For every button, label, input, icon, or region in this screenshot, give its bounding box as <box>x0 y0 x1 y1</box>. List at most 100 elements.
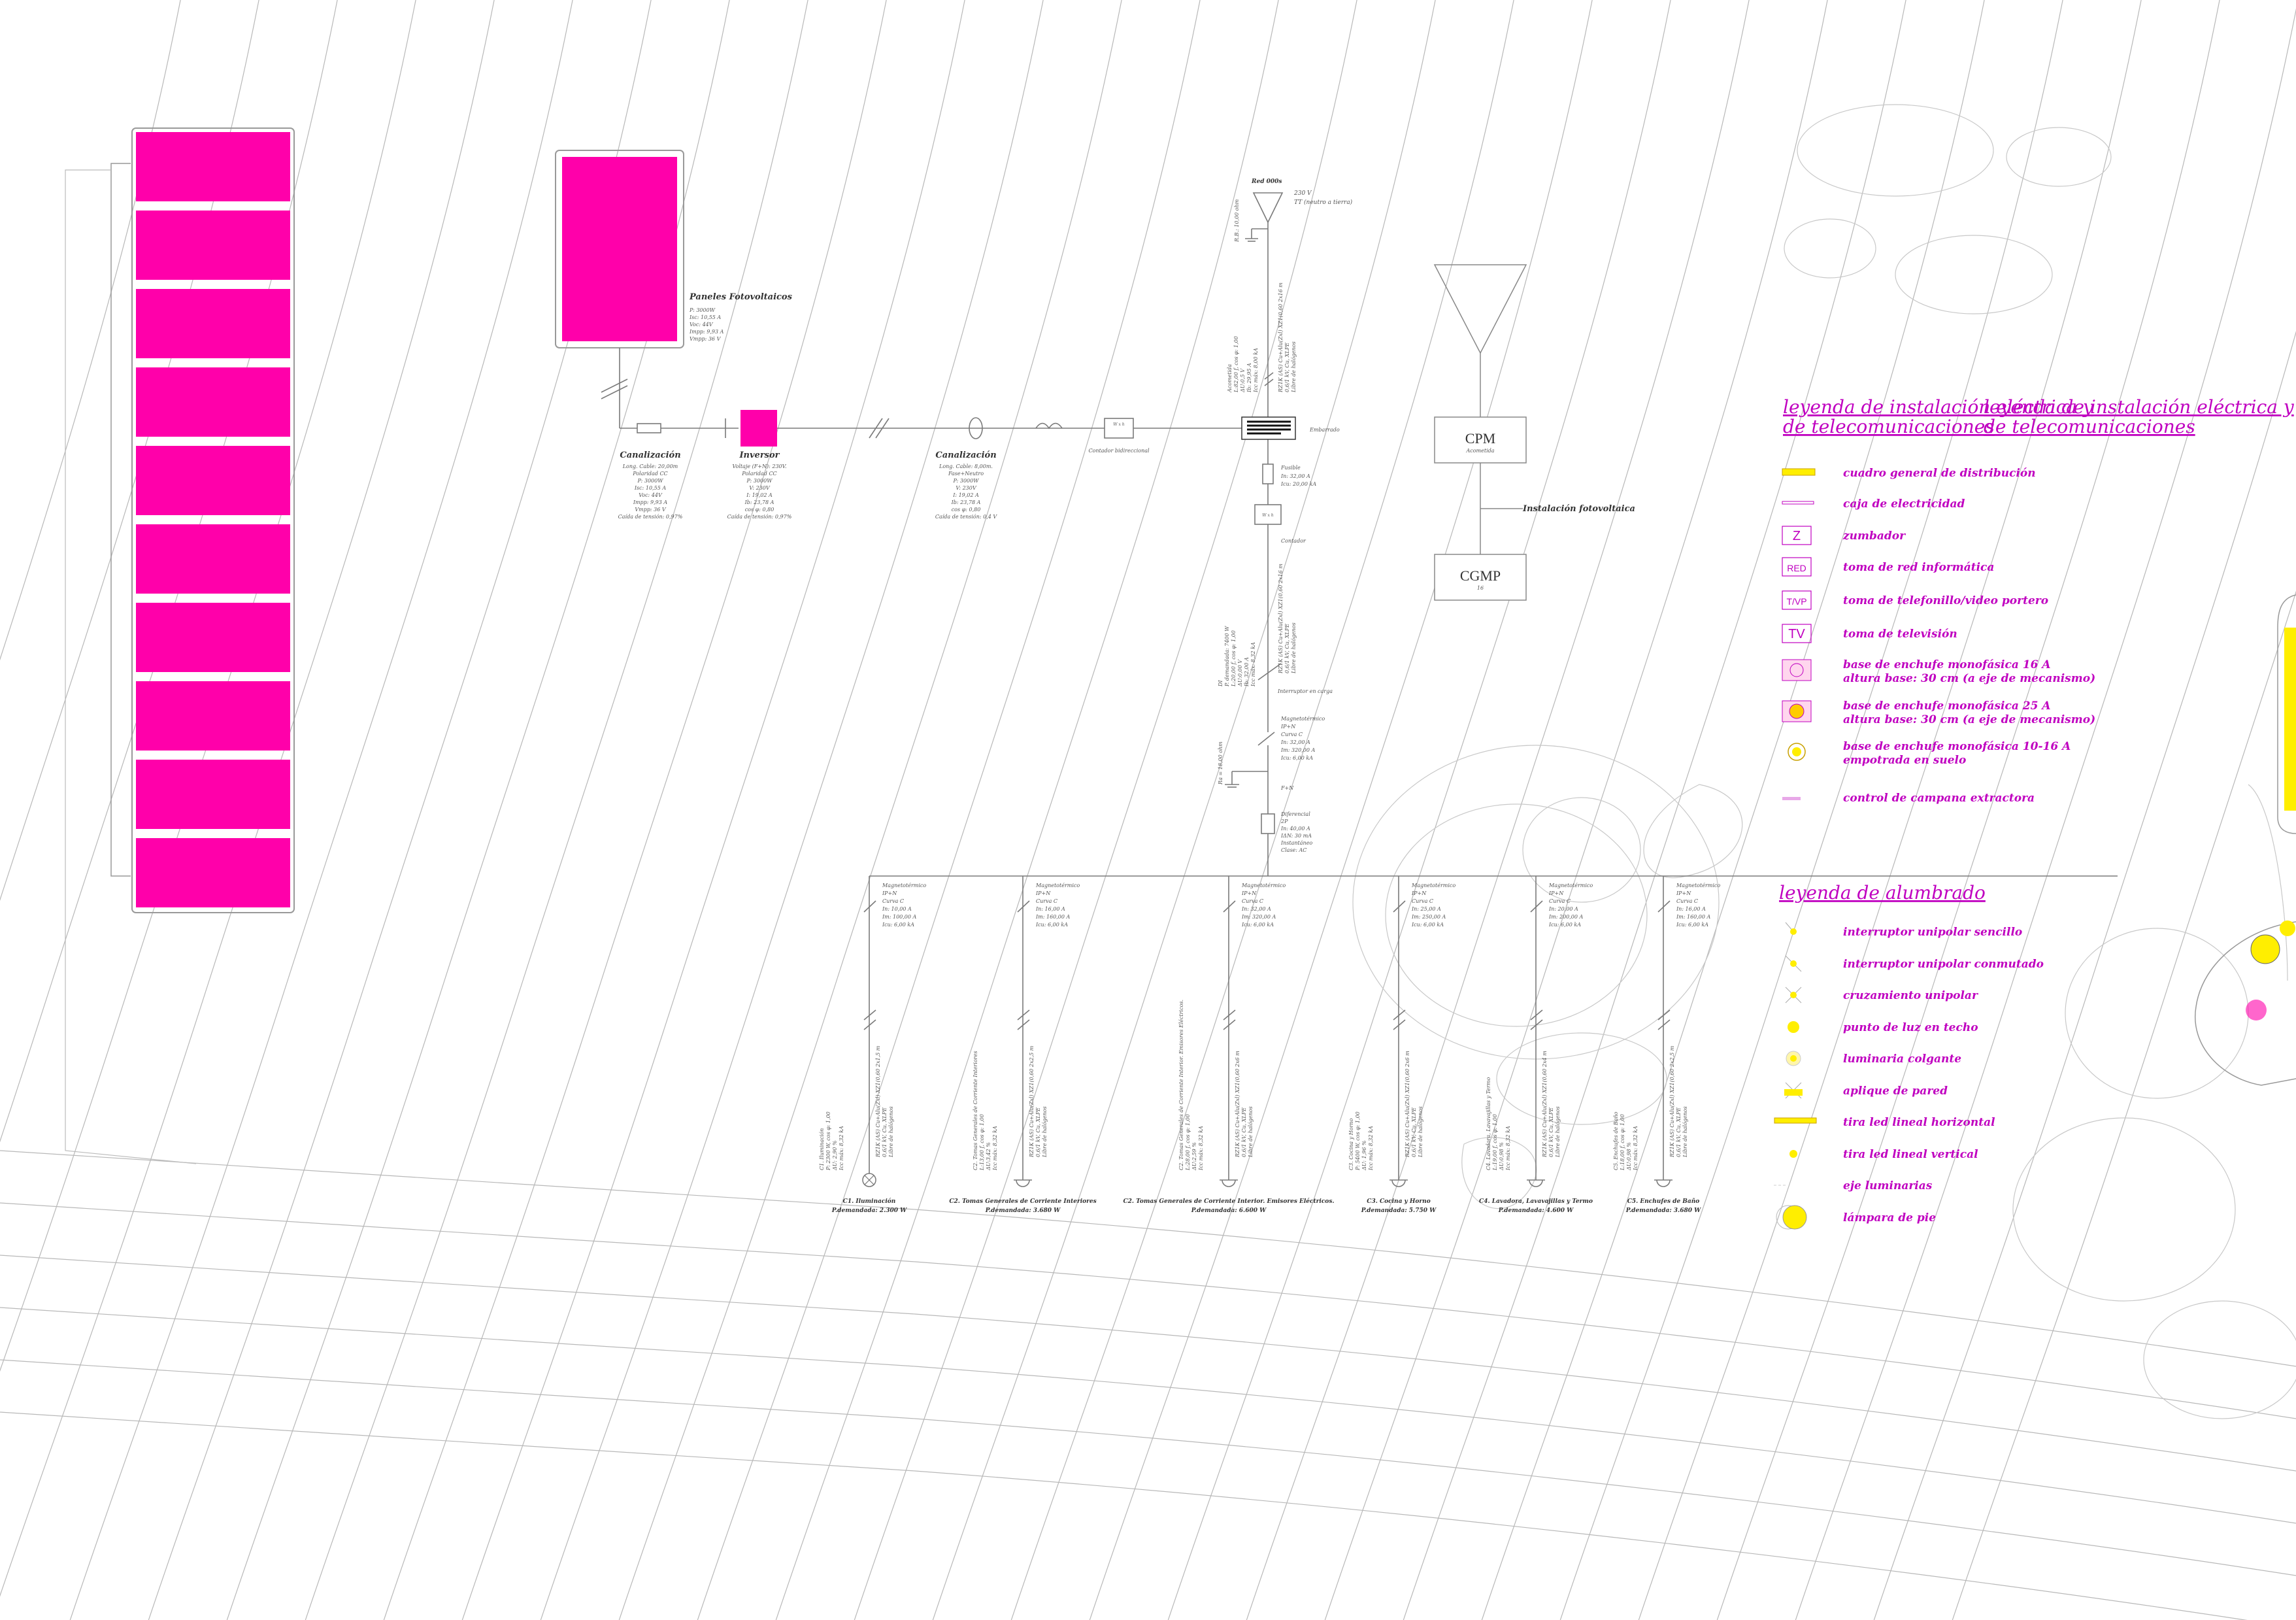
legend-item-label: toma de telefonillo/video portero <box>1843 594 2048 607</box>
busbar <box>1241 416 1296 440</box>
canal-ca-line: cos φ: 0,80 <box>952 507 981 513</box>
circuit-cable-line: RZ1K (AS) Cu+Alu(Zxl) XZ1(0,60 2x4 m <box>1542 1051 1548 1158</box>
legend-item-label: tira led lineal vertical <box>1843 1148 1978 1161</box>
circuit-mcb-line: In: 32,00 A <box>1241 906 1271 912</box>
floor-lamp-icon <box>1776 1205 1807 1230</box>
contour-line <box>1873 331 2296 1620</box>
circuit-cable-line: Libre de halógenos <box>1418 1106 1423 1158</box>
main-mcb-line: Im: 320,00 A <box>1280 747 1316 753</box>
rcd-line: Instantáneo <box>1280 840 1312 846</box>
circuit-data-line: Icc máx: 8,32 kA <box>992 1126 998 1171</box>
network-earthing: TT (neutro a tierra) <box>1294 199 1353 206</box>
contour-line <box>69 0 573 1620</box>
contour-line <box>1481 0 1985 1620</box>
contour-line <box>1403 0 1906 1620</box>
circuit-power: P.demandada: 2.300 W <box>831 1207 907 1214</box>
socket-25a-icon <box>1782 700 1812 722</box>
circuit-mcb-line: Curva C <box>882 898 904 904</box>
circuit-power: P.demandada: 5.750 W <box>1361 1207 1437 1214</box>
inverter-title: Inversor <box>739 450 780 460</box>
circuit-data-line: C4. Lavadora, Lavavajillas y Termo <box>1486 1077 1491 1170</box>
inverter-specs: Voltaje (F+N): 230V.Polaridad CCP: 3000W… <box>727 464 792 520</box>
lamp-symbol <box>2250 934 2280 964</box>
inverter-box <box>740 410 777 447</box>
circuit-name: C5. Enchufes de Baño <box>1627 1198 1700 1205</box>
circuit-data-line: ΔU:0,98 % <box>1499 1142 1505 1171</box>
legend-item-label: lámpara de pie <box>1843 1211 1936 1224</box>
legend-item-label-2: altura base: 30 cm (a eje de mecanismo) <box>1843 672 2095 685</box>
circuit-mcb-line: IP+N <box>1548 890 1564 896</box>
pv-panel <box>136 524 290 594</box>
circuit-name: C4. Lavadora, Lavavajillas y Termo <box>1479 1198 1593 1205</box>
circuit-mcb-line: Curva C <box>1036 898 1057 904</box>
circuit-mcb-line: Im: 250,00 A <box>1411 914 1446 920</box>
circuit-data-line: P: 5400 W, cos φ: 1,00 <box>1355 1111 1361 1171</box>
cpm-title: CPM <box>1465 430 1495 447</box>
contour-line <box>305 0 808 1620</box>
pv-panel <box>136 681 290 751</box>
canal-cc-line: Polaridad CC <box>632 471 667 477</box>
cgmp-sub: 16 <box>1477 585 1484 591</box>
pv-panel <box>136 211 290 280</box>
circuit-mcb-line: In: 16,00 A <box>1676 906 1706 912</box>
contour-line <box>697 0 1201 1620</box>
acometida-line: ΔU:0,5 V <box>1240 368 1246 393</box>
circuit-name: C3. Cocina y Horno <box>1367 1198 1430 1205</box>
pv-panel <box>136 760 290 829</box>
cross-switch-icon <box>1785 987 1802 1004</box>
canal-ca-line: Long. Cable: 8,00m. <box>939 464 993 469</box>
wall-light-icon <box>1784 1082 1803 1099</box>
canal-ca-line: Fase+Neutro <box>948 471 984 477</box>
ceiling-light-icon <box>1788 1021 1799 1033</box>
circuit-power: P.demandada: 6.600 W <box>1191 1207 1267 1214</box>
contour-line <box>461 0 965 1620</box>
legend-item-label: base de enchufe monofásica 25 A <box>1843 700 2051 713</box>
circuit-power: P.demandada: 3.680 W <box>985 1207 1061 1214</box>
canal-cc-line: Voc: 44V <box>639 492 663 498</box>
acometida-line: L:82,00 f, cos φ: 1,00 <box>1233 336 1239 393</box>
fuse-line: Icu: 20,00 kA <box>1280 481 1316 487</box>
di-line: P. demandada: 7400 W <box>1224 626 1230 687</box>
di-line: Ib: 32,00 A <box>1244 657 1250 687</box>
legend-item-label: base de enchufe monofásica 10-16 A <box>1843 740 2071 753</box>
svg-text:T/VP: T/VP <box>1786 596 1806 607</box>
circuit-mcb-line: Im: 200,00 A <box>1548 914 1584 920</box>
contour-line <box>1952 590 2296 1620</box>
acometida-line: Acometida <box>1227 364 1233 393</box>
circuit-cable-line: RZ1K (AS) Cu+Alu(Zxl) XZ1(0,60 2x2,5 m <box>1669 1045 1675 1158</box>
circuit-cable-line: Libre de halógenos <box>1555 1106 1561 1158</box>
main-feeder <box>869 192 2118 877</box>
canal-ca-line: I: 19,02 A <box>952 492 979 498</box>
circuit-mcb-line: In: 20,00 A <box>1548 906 1578 912</box>
legend-item-label: toma de red informática <box>1843 561 1994 574</box>
circuit-cable-line: RZ1K (AS) Cu+Alu(Zxl) XZ1(0,60 2x6 m <box>1405 1051 1410 1158</box>
contour-line <box>1638 0 2142 1620</box>
ac-wiring <box>777 417 1242 439</box>
canal-ca-title: Canalización <box>935 450 996 460</box>
legend-elec-title-b: de telecomunicaciones <box>1783 416 1995 437</box>
canal-ca-line: V: 230V <box>956 485 976 491</box>
circuit-mcb-line: In: 10,00 A <box>882 906 912 912</box>
contour-line <box>0 1255 2296 1472</box>
svg-text:TV: TV <box>1788 627 1805 641</box>
junction-box-icon <box>1782 501 1814 505</box>
rcd-line: IΔN: 30 mA <box>1280 833 1312 839</box>
circuit-mcb-line: Im: 100,00 A <box>882 914 917 920</box>
cpm-cgmp-diagram <box>1433 264 1527 601</box>
circuit-mcb-line: Curva C <box>1676 898 1698 904</box>
circuit-mcb-line: Curva C <box>1549 898 1571 904</box>
contour-line <box>1167 0 1671 1620</box>
inverter-line: P: 3000W <box>746 478 773 484</box>
circuit-data-line: Icc máx: 8,32 kA <box>1198 1126 1204 1171</box>
interruptor-carga-label: Interruptor en carga <box>1277 688 1333 694</box>
circuit-data-line: P: 2300 W, cos φ: 1,00 <box>825 1111 831 1171</box>
network-title: Red 000s <box>1251 178 1282 185</box>
pv-panel <box>136 367 290 437</box>
socket-16a-icon <box>1782 659 1812 681</box>
circuit-mcb-line: IP+N <box>1411 890 1427 896</box>
